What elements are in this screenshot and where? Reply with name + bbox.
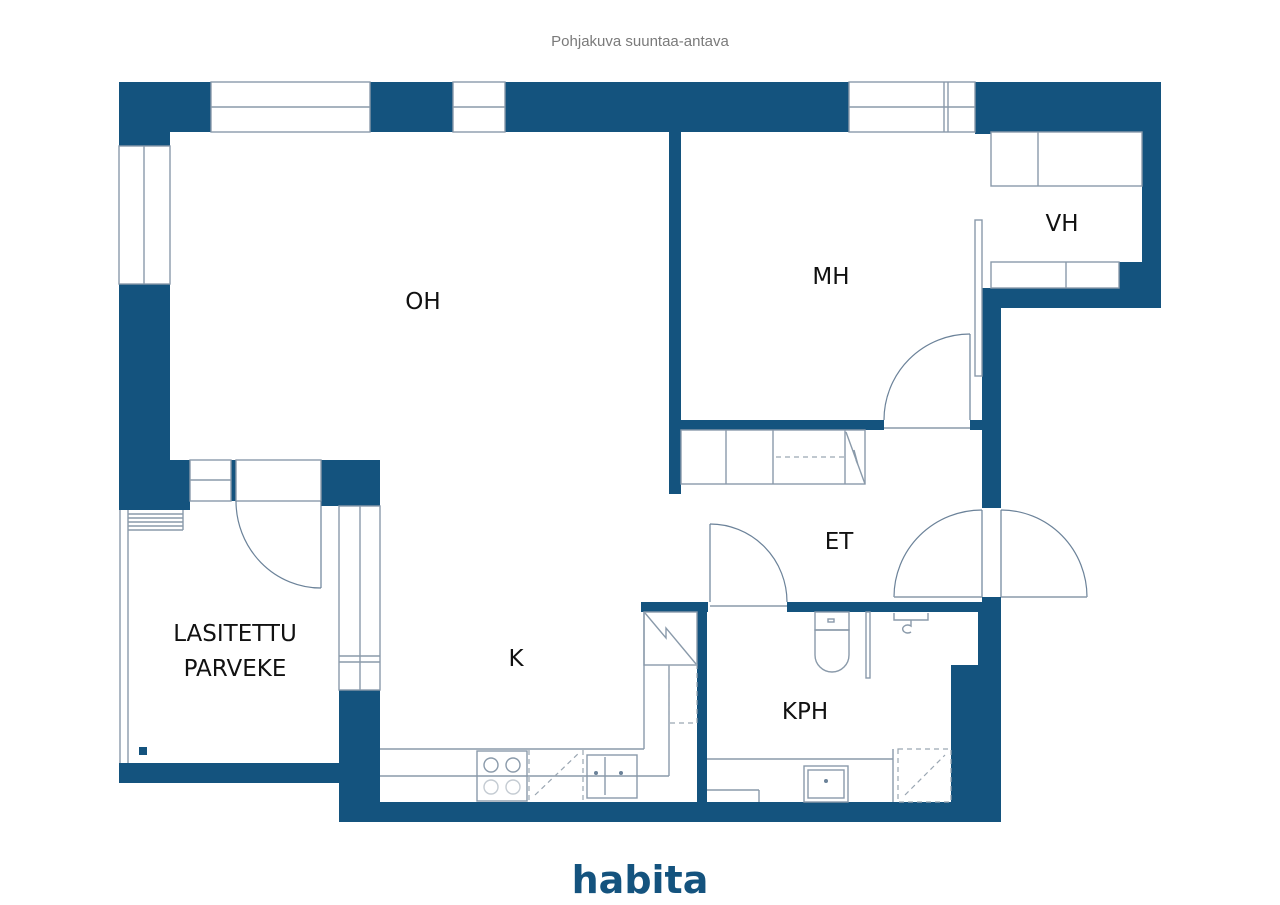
room-label-balcony-line1: LASITETTU xyxy=(173,621,297,647)
plan-disclaimer-caption: Pohjakuva suuntaa-antava xyxy=(551,33,729,50)
balcony-fixtures xyxy=(119,500,322,763)
room-label-kph: KPH xyxy=(782,699,828,725)
et-closets xyxy=(680,429,866,485)
habita-logo: habita xyxy=(571,858,709,902)
bathroom-fixtures xyxy=(707,611,952,803)
mh-door xyxy=(883,333,971,429)
room-label-oh: OH xyxy=(405,289,440,315)
walls xyxy=(119,82,1161,822)
room-label-et: ET xyxy=(825,529,855,555)
room-label-balcony-line2: PARVEKE xyxy=(184,656,287,682)
vh-wardrobes xyxy=(974,131,1143,377)
room-label-k: K xyxy=(508,646,524,672)
room-label-mh: MH xyxy=(812,264,849,290)
room-label-vh: VH xyxy=(1045,211,1078,237)
kitchen-fixtures xyxy=(380,611,698,802)
entrance-doors xyxy=(709,509,1088,607)
room-labels: OH MH VH ET K KPH LASITETTU PARVEKE xyxy=(173,211,1078,725)
windows xyxy=(118,81,976,691)
